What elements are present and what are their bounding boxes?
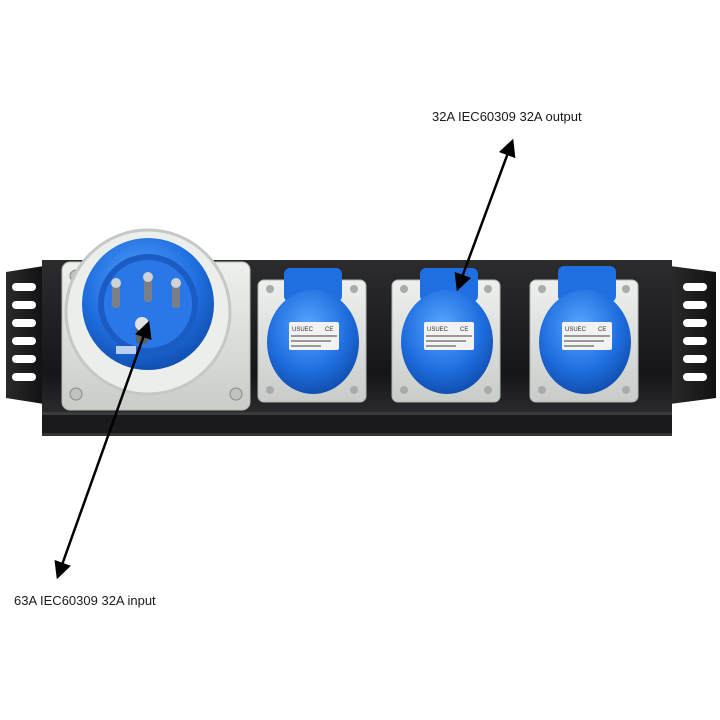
inlet-plug-63a bbox=[61, 228, 251, 411]
output-callout-arrow bbox=[454, 138, 516, 292]
svg-text:CE: CE bbox=[460, 327, 468, 333]
left-mount-bracket bbox=[6, 266, 44, 404]
svg-text:CE: CE bbox=[598, 327, 606, 333]
output-socket-3: USUEC CE bbox=[529, 266, 639, 403]
right-mount-bracket bbox=[670, 266, 716, 404]
svg-text:USUEC: USUEC bbox=[565, 327, 587, 333]
output-socket-2: USUEC CE bbox=[391, 268, 501, 403]
output-socket-1: USUEC CE bbox=[257, 268, 367, 403]
svg-text:CE: CE bbox=[325, 327, 333, 333]
svg-text:USUEC: USUEC bbox=[292, 327, 314, 333]
output-callout-label: 32A IEC60309 32A output bbox=[432, 109, 582, 124]
input-callout-arrow bbox=[54, 320, 152, 580]
svg-text:USUEC: USUEC bbox=[427, 327, 449, 333]
input-callout-label: 63A IEC60309 32A input bbox=[14, 593, 156, 608]
